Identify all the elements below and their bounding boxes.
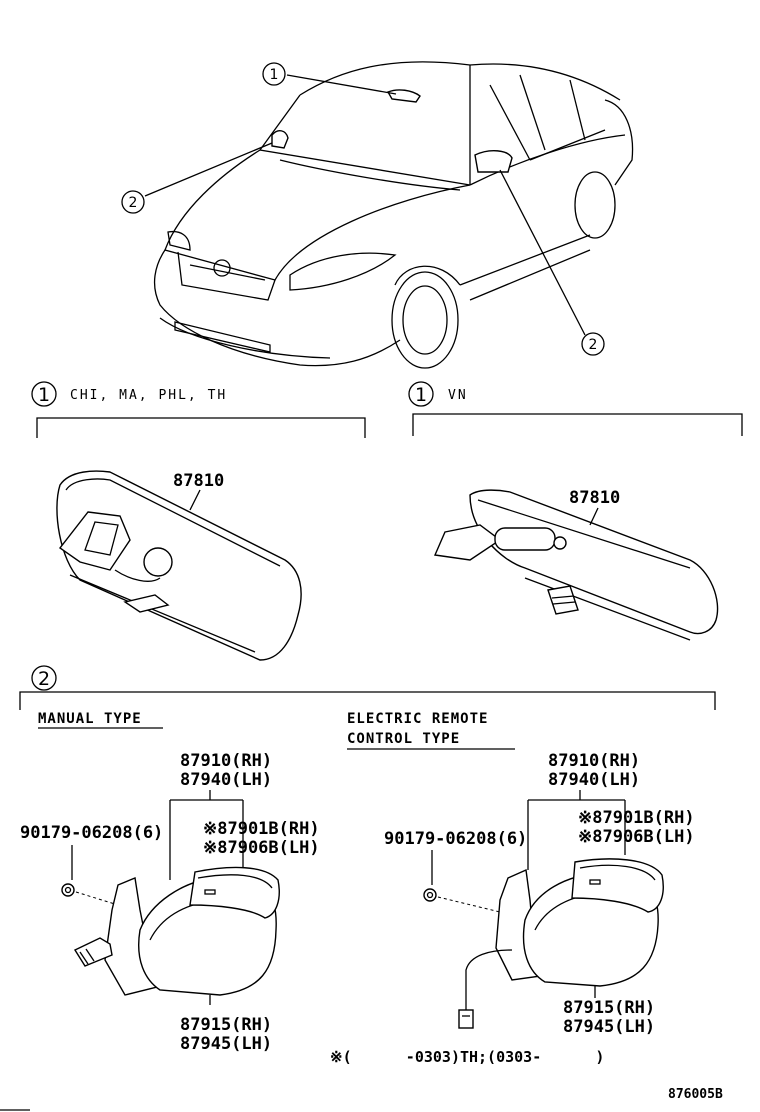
cover-part-87906b-manual: ※87906B(LH) — [203, 838, 320, 858]
screw-part-number-manual: 90179-06208(6) — [20, 823, 163, 843]
screw-icon — [61, 883, 75, 897]
leader-line — [144, 142, 273, 197]
svg-text:1: 1 — [38, 384, 50, 406]
callout-1-top: 1 — [262, 62, 286, 86]
electric-type-title-2: CONTROL TYPE — [347, 731, 460, 747]
car-illustration — [153, 61, 634, 369]
part-number-87940-electric: 87940(LH) — [548, 770, 640, 790]
part-number-87910-manual: 87910(RH) — [180, 751, 272, 771]
cover-part-87901b-electric: ※87901B(RH) — [578, 808, 695, 828]
svg-text:2: 2 — [589, 337, 598, 353]
svg-text:2: 2 — [38, 668, 50, 690]
leader-line — [499, 169, 586, 336]
part-number-87810-b: 87810 — [569, 488, 620, 508]
manual-type-group: MANUAL TYPE 87910(RH) 87940(LH) 90179-06… — [20, 711, 320, 1054]
cover-part-87906b-electric: ※87906B(LH) — [578, 827, 695, 847]
section-inner-mirror-variant-b: 1 VN 87810 — [408, 381, 743, 641]
part-number-87940-manual: 87940(LH) — [180, 770, 272, 790]
svg-text:1: 1 — [270, 67, 279, 83]
manual-type-title: MANUAL TYPE — [38, 711, 142, 727]
svg-text:2: 2 — [129, 195, 138, 211]
part-number-87945-electric: 87945(LH) — [563, 1017, 655, 1037]
cover-part-87901b-manual: ※87901B(RH) — [203, 819, 320, 839]
variant-b-label: VN — [448, 388, 468, 403]
part-number-87810-a: 87810 — [173, 471, 224, 491]
callout-2-right: 2 — [581, 332, 605, 356]
callout-2-left: 2 — [121, 190, 145, 214]
footnote: ※( -0303)TH;(0303- ) — [330, 1048, 604, 1066]
section-outer-mirror-header: 2 — [19, 665, 716, 710]
electric-type-title-1: ELECTRIC REMOTE — [347, 711, 488, 727]
part-number-87915-manual: 87915(RH) — [180, 1015, 272, 1035]
part-number-87915-electric: 87915(RH) — [563, 998, 655, 1018]
leader-line — [286, 74, 397, 95]
part-number-87910-electric: 87910(RH) — [548, 751, 640, 771]
screw-part-number-electric: 90179-06208(6) — [384, 829, 527, 849]
part-number-87945-manual: 87945(LH) — [180, 1034, 272, 1054]
figure-id: 876005B — [668, 1087, 723, 1102]
section-inner-mirror-variant-a: 1 CHI, MA, PHL, TH 87810 — [31, 381, 366, 661]
screw-icon — [423, 888, 437, 902]
electric-type-group: ELECTRIC REMOTE CONTROL TYPE 87910(RH) 8… — [347, 711, 695, 1037]
svg-text:1: 1 — [415, 384, 427, 406]
variant-a-label: CHI, MA, PHL, TH — [70, 388, 227, 403]
